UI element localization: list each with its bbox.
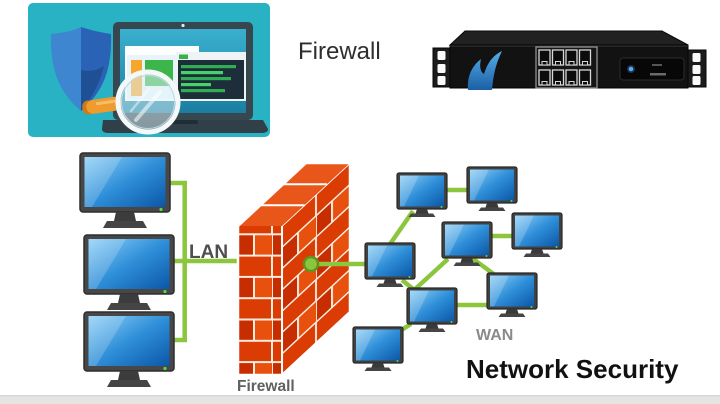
wan-computer-4: [511, 212, 563, 258]
bottom-bar: [0, 395, 720, 404]
lan-links: [168, 180, 240, 343]
lan-label: LAN: [189, 242, 228, 263]
rack-ear-right: [687, 49, 707, 88]
firewall-caption: Firewall: [298, 38, 381, 65]
barracuda-logo-icon: [467, 51, 502, 90]
ethernet-ports: [535, 46, 598, 89]
firewall-appliance-image: [432, 30, 707, 90]
wan-computer-3: [441, 221, 493, 267]
wan-computer-1: [396, 172, 448, 218]
lan-computer-2: [83, 234, 175, 311]
wan-computer-7: [352, 326, 404, 372]
security-illustration-card: [28, 3, 270, 137]
status-panel: [619, 57, 685, 81]
rack-ear-left: [432, 47, 451, 88]
lan-computer-3: [83, 311, 175, 388]
firewall-wall-label: Firewall: [237, 378, 295, 395]
wan-computer-5: [406, 287, 458, 333]
code-window-icon: [176, 52, 246, 101]
status-led: [628, 66, 634, 72]
wan-links: [316, 187, 515, 336]
wan-label: WAN: [476, 327, 513, 344]
hub-computer: [364, 242, 416, 288]
wan-computer-2: [466, 166, 518, 212]
shield-icon: [50, 27, 112, 111]
magnifier-glass-icon: [82, 69, 181, 135]
wall-connection-dot: [302, 255, 320, 273]
brick-wall: [236, 161, 352, 377]
lan-computer-1: [79, 152, 171, 229]
wan-computer-6: [486, 272, 538, 318]
page-title: Network Security: [466, 354, 679, 384]
